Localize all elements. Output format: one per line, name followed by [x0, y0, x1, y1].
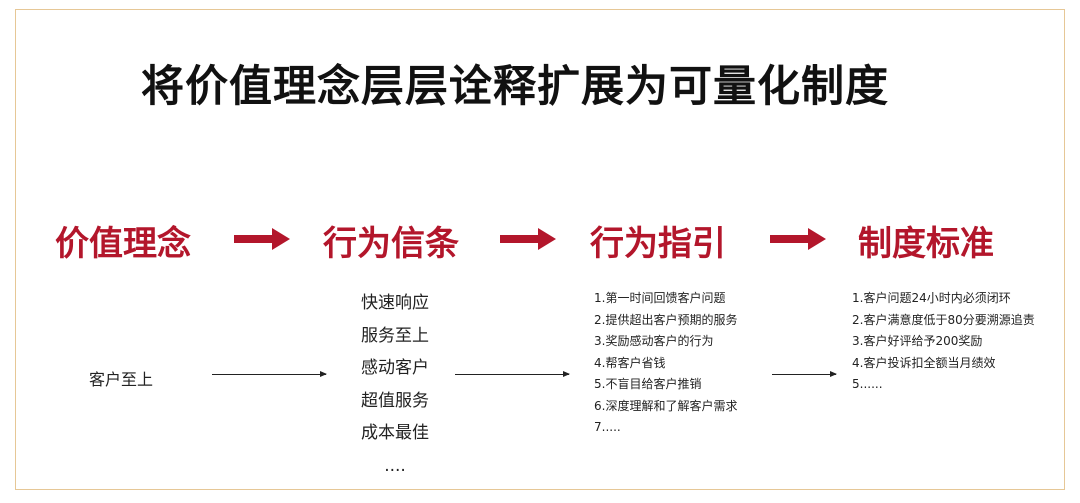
list-item: 2.提供超出客户预期的服务 — [594, 312, 738, 327]
list-item: 3.奖励感动客户的行为 — [594, 334, 714, 348]
list-item: 2.客户满意度低于80分要溯源追责 — [852, 312, 1035, 327]
value-text: 客户至上 — [89, 370, 154, 389]
connector-arrow — [772, 371, 837, 377]
slide-title: 将价值理念层层诠释扩展为可量化制度 — [141, 62, 889, 112]
list-item: 快速响应 — [361, 293, 429, 313]
header-value: 价值理念 — [55, 224, 191, 264]
list-item: 超值服务 — [361, 390, 429, 411]
list-item: 7..... — [594, 420, 621, 434]
standards-list: 1.客户问题24小时内必须闭环 2.客户满意度低于80分要溯源追责 3.客户好评… — [852, 288, 1035, 396]
list-item: 感动客户 — [361, 358, 429, 378]
list-item: 1.客户问题24小时内必须闭环 — [852, 291, 1011, 305]
list-item: 5...... — [852, 377, 883, 391]
list-item: 5.不盲目给客户推销 — [594, 377, 702, 391]
arrow-right-icon — [234, 228, 290, 250]
connector-arrow — [212, 371, 327, 377]
list-item: 1.第一时间回馈客户问题 — [594, 291, 726, 305]
header-guideline: 行为指引 — [590, 224, 726, 264]
header-standard: 制度标准 — [858, 224, 994, 264]
beliefs-list: 快速响应 服务至上 感动客户 超值服务 成本最佳 .... — [340, 287, 450, 482]
list-item: 6.深度理解和了解客户需求 — [594, 398, 738, 413]
connector-arrow — [455, 371, 570, 377]
list-item: 服务至上 — [361, 325, 429, 346]
slide-frame — [15, 9, 1065, 490]
list-item: 4.帮客户省钱 — [594, 355, 666, 370]
list-item: 成本最佳 — [361, 423, 429, 443]
guidelines-list: 1.第一时间回馈客户问题 2.提供超出客户预期的服务 3.奖励感动客户的行为 4… — [594, 288, 737, 439]
list-item: 3.客户好评给予200奖励 — [852, 334, 983, 348]
arrow-right-icon — [770, 228, 826, 250]
arrow-right-icon — [500, 228, 556, 250]
list-item: 4.客户投诉扣全额当月绩效 — [852, 355, 996, 370]
list-item: .... — [384, 455, 406, 476]
header-belief: 行为信条 — [323, 224, 459, 264]
